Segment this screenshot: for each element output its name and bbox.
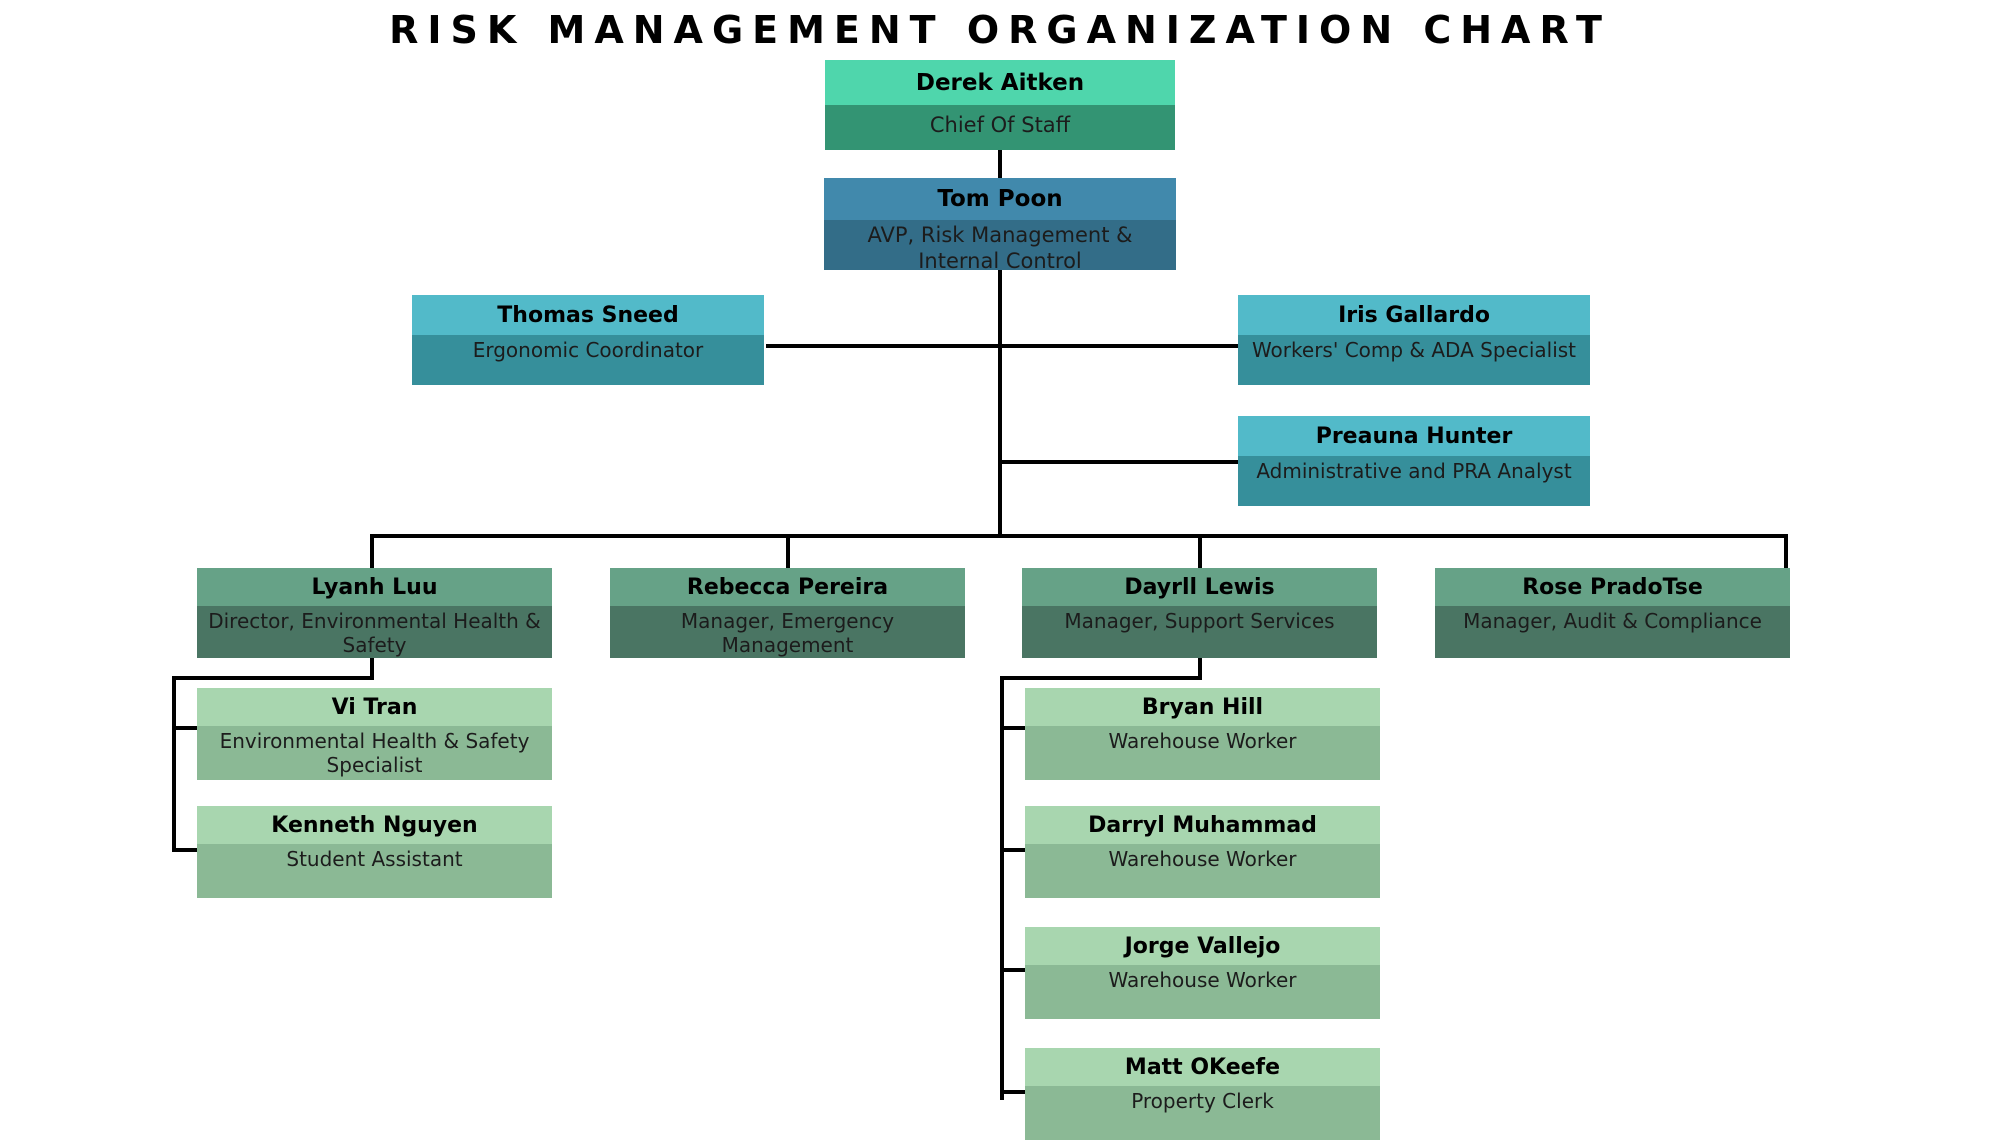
connector-support-mgr-spine	[1000, 676, 1004, 1100]
node-ergonomic-coordinator[interactable]: Thomas Sneed Ergonomic Coordinator	[412, 295, 764, 385]
connector-ehs-director-spine	[172, 676, 176, 852]
node-name-support-services-manager: Dayrll Lewis	[1022, 568, 1377, 606]
node-name-pra-analyst: Preauna Hunter	[1238, 416, 1590, 456]
connector-drop-emergency-mgr	[786, 534, 790, 570]
node-warehouse-worker-3[interactable]: Jorge Vallejo Warehouse Worker	[1025, 927, 1380, 1019]
node-role-avp: AVP, Risk Management & Internal Control	[824, 220, 1176, 270]
node-role-ergonomic-coordinator: Ergonomic Coordinator	[412, 335, 764, 385]
node-workers-comp-specialist[interactable]: Iris Gallardo Workers' Comp & ADA Specia…	[1238, 295, 1590, 385]
node-role-ehs-director: Director, Environmental Health & Safety	[197, 606, 552, 658]
connector-manager-bus	[370, 534, 1786, 538]
node-name-property-clerk: Matt OKeefe	[1025, 1048, 1380, 1086]
node-role-property-clerk: Property Clerk	[1025, 1086, 1380, 1140]
connector-support-mgr-stub	[1198, 658, 1202, 680]
node-chief-of-staff[interactable]: Derek Aitken Chief Of Staff	[825, 60, 1175, 150]
node-warehouse-worker-1[interactable]: Bryan Hill Warehouse Worker	[1025, 688, 1380, 780]
node-name-emergency-manager: Rebecca Pereira	[610, 568, 965, 606]
node-role-audit-compliance-manager: Manager, Audit & Compliance	[1435, 606, 1790, 658]
node-role-warehouse-worker-2: Warehouse Worker	[1025, 844, 1380, 898]
connector-stub-ehs-specialist	[172, 726, 202, 730]
connector-ehs-director-elbow	[172, 676, 374, 680]
page-title: RISK MANAGEMENT ORGANIZATION CHART	[389, 8, 1611, 52]
node-name-warehouse-worker-1: Bryan Hill	[1025, 688, 1380, 726]
node-role-workers-comp-specialist: Workers' Comp & ADA Specialist	[1238, 335, 1590, 385]
node-name-ehs-specialist: Vi Tran	[197, 688, 552, 726]
node-role-support-services-manager: Manager, Support Services	[1022, 606, 1377, 658]
node-role-pra-analyst: Administrative and PRA Analyst	[1238, 456, 1590, 506]
node-name-chief-of-staff: Derek Aitken	[825, 60, 1175, 105]
node-name-avp: Tom Poon	[824, 178, 1176, 220]
connector-drop-ehs-director	[370, 534, 374, 570]
node-property-clerk[interactable]: Matt OKeefe Property Clerk	[1025, 1048, 1380, 1140]
node-avp[interactable]: Tom Poon AVP, Risk Management & Internal…	[824, 178, 1176, 270]
node-emergency-manager[interactable]: Rebecca Pereira Manager, Emergency Manag…	[610, 568, 965, 658]
node-ehs-specialist[interactable]: Vi Tran Environmental Health & Safety Sp…	[197, 688, 552, 780]
node-name-student-assistant: Kenneth Nguyen	[197, 806, 552, 844]
node-student-assistant[interactable]: Kenneth Nguyen Student Assistant	[197, 806, 552, 898]
node-role-warehouse-worker-3: Warehouse Worker	[1025, 965, 1380, 1019]
connector-chief-to-avp	[998, 143, 1002, 178]
node-name-audit-compliance-manager: Rose PradoTse	[1435, 568, 1790, 606]
node-support-services-manager[interactable]: Dayrll Lewis Manager, Support Services	[1022, 568, 1377, 658]
connector-avp-trunk	[998, 266, 1002, 536]
connector-stub-warehouse-3	[1000, 968, 1030, 972]
node-role-student-assistant: Student Assistant	[197, 844, 552, 898]
node-name-warehouse-worker-2: Darryl Muhammad	[1025, 806, 1380, 844]
connector-stub-student-assistant	[172, 848, 202, 852]
connector-stub-warehouse-1	[1000, 726, 1030, 730]
node-role-emergency-manager: Manager, Emergency Management	[610, 606, 965, 658]
connector-stub-warehouse-2	[1000, 848, 1030, 852]
node-role-chief-of-staff: Chief Of Staff	[825, 105, 1175, 150]
node-audit-compliance-manager[interactable]: Rose PradoTse Manager, Audit & Complianc…	[1435, 568, 1790, 658]
node-name-ergonomic-coordinator: Thomas Sneed	[412, 295, 764, 335]
node-role-ehs-specialist: Environmental Health & Safety Specialist	[197, 726, 552, 780]
connector-stub-property-clerk	[1000, 1090, 1030, 1094]
node-warehouse-worker-2[interactable]: Darryl Muhammad Warehouse Worker	[1025, 806, 1380, 898]
connector-support-mgr-elbow	[1000, 676, 1202, 680]
connector-drop-audit-mgr	[1784, 534, 1788, 570]
connector-ehs-director-stub	[370, 658, 374, 680]
node-name-ehs-director: Lyanh Luu	[197, 568, 552, 606]
connector-staff-row-2	[998, 460, 1238, 464]
connector-drop-support-mgr	[1198, 534, 1202, 570]
node-role-warehouse-worker-1: Warehouse Worker	[1025, 726, 1380, 780]
node-pra-analyst[interactable]: Preauna Hunter Administrative and PRA An…	[1238, 416, 1590, 506]
node-name-workers-comp-specialist: Iris Gallardo	[1238, 295, 1590, 335]
node-ehs-director[interactable]: Lyanh Luu Director, Environmental Health…	[197, 568, 552, 658]
connector-staff-row-1	[766, 344, 1238, 348]
node-name-warehouse-worker-3: Jorge Vallejo	[1025, 927, 1380, 965]
